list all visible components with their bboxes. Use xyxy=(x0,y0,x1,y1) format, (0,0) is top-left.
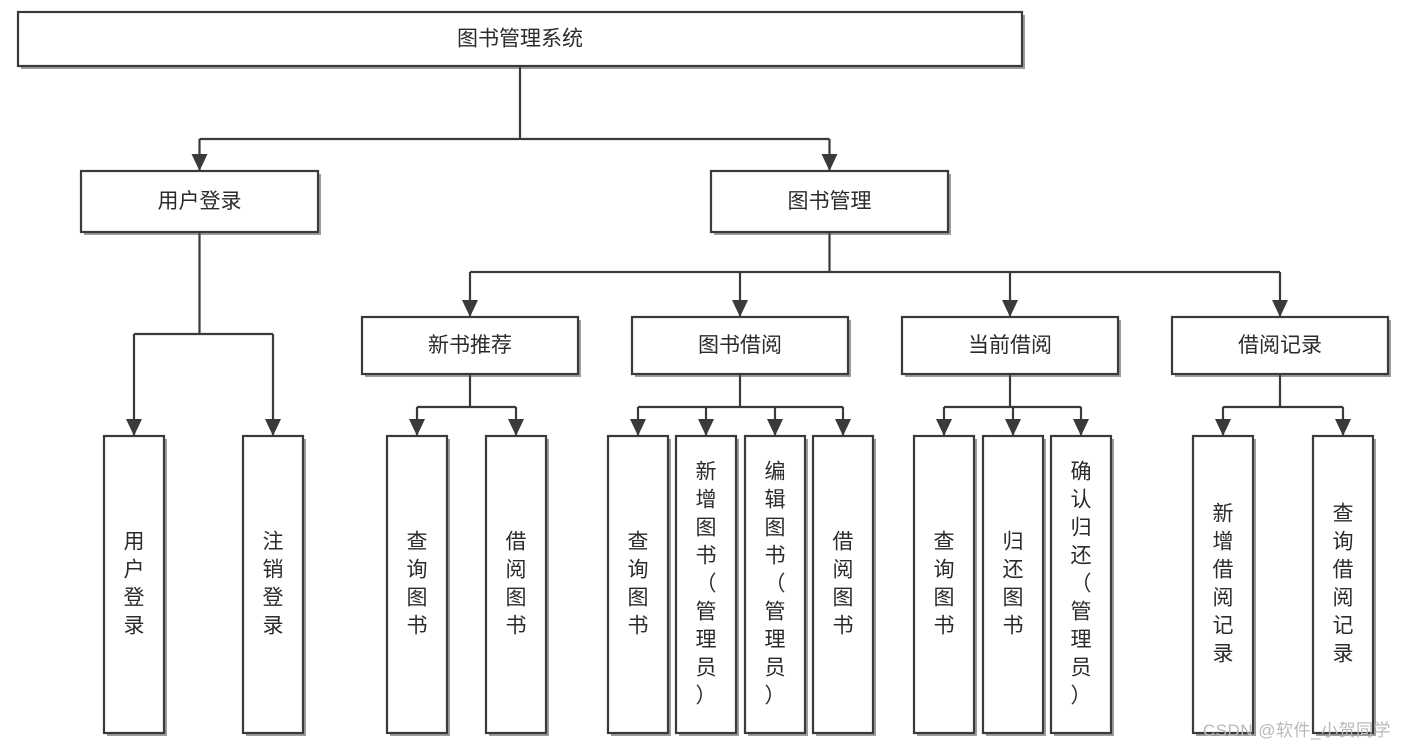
edge-new-book-rec-arrow-1 xyxy=(508,419,524,436)
node-box xyxy=(981,434,1045,735)
node-label: 借阅记录 xyxy=(1238,334,1322,357)
node-leaf-user-login[interactable]: 用户登录 xyxy=(102,434,167,736)
node-label: 图书管理 xyxy=(788,190,872,213)
edge-user-login-arrow-1 xyxy=(265,419,281,436)
node-leaf-confirm-return[interactable]: 确认归还（管理员） xyxy=(1049,434,1114,736)
node-label: 查询图书 xyxy=(934,531,955,638)
node-current-borrow[interactable]: 当前借阅 xyxy=(900,315,1121,377)
node-box xyxy=(102,434,166,735)
edge-book-borrow-arrow-0 xyxy=(630,419,646,436)
node-label: 注销登录 xyxy=(263,531,284,638)
node-box xyxy=(1191,434,1255,735)
node-box xyxy=(912,434,976,735)
edge-book-manage-arrow-0 xyxy=(462,300,478,317)
node-new-book-rec[interactable]: 新书推荐 xyxy=(360,315,581,377)
node-leaf-query-record[interactable]: 查询借阅记录 xyxy=(1311,434,1376,736)
node-label: 图书借阅 xyxy=(698,334,782,357)
node-label: 用户登录 xyxy=(158,190,242,213)
node-label: 确认归还（管理员） xyxy=(1071,461,1092,708)
edge-current-borrow-arrow-0 xyxy=(936,419,952,436)
node-box xyxy=(16,10,1024,68)
node-undefined[interactable]: 图书管理系统 xyxy=(16,10,1025,69)
node-label: 归还图书 xyxy=(1003,531,1024,638)
node-borrow-record[interactable]: 借阅记录 xyxy=(1170,315,1391,377)
node-box xyxy=(743,434,807,735)
edge-book-borrow-arrow-1 xyxy=(698,419,714,436)
edge-user-login-arrow-0 xyxy=(126,419,142,436)
node-label: 查询借阅记录 xyxy=(1333,503,1354,666)
node-box xyxy=(484,434,548,735)
edges-layer xyxy=(126,66,1351,436)
node-label: 借阅图书 xyxy=(506,531,527,638)
node-label: 新书推荐 xyxy=(428,334,512,357)
node-label: 借阅图书 xyxy=(833,531,854,638)
node-leaf-add-record[interactable]: 新增借阅记录 xyxy=(1191,434,1256,736)
edge-book-borrow-arrow-2 xyxy=(767,419,783,436)
edge-book-manage-arrow-2 xyxy=(1002,300,1018,317)
node-user-login[interactable]: 用户登录 xyxy=(79,169,321,235)
node-label: 查询图书 xyxy=(628,531,649,638)
node-leaf-edit-book[interactable]: 编辑图书（管理员） xyxy=(743,434,808,736)
node-label: 图书管理系统 xyxy=(457,28,583,51)
node-label: 新增图书（管理员） xyxy=(696,461,717,708)
node-leaf-borrow-book-2[interactable]: 借阅图书 xyxy=(811,434,876,736)
node-box xyxy=(1049,434,1113,735)
node-box xyxy=(79,169,320,234)
node-book-borrow[interactable]: 图书借阅 xyxy=(630,315,851,377)
node-book-manage[interactable]: 图书管理 xyxy=(709,169,951,235)
node-leaf-logout[interactable]: 注销登录 xyxy=(241,434,306,736)
edge-book-borrow-arrow-3 xyxy=(835,419,851,436)
edge-current-borrow-arrow-1 xyxy=(1005,419,1021,436)
node-box xyxy=(606,434,670,735)
node-leaf-query-book-1[interactable]: 查询图书 xyxy=(385,434,450,736)
node-box xyxy=(241,434,305,735)
edge-borrow-record-arrow-1 xyxy=(1335,419,1351,436)
edge-book-manage-arrow-1 xyxy=(732,300,748,317)
node-label: 用户登录 xyxy=(124,531,145,638)
node-box xyxy=(674,434,738,735)
node-leaf-query-book-3[interactable]: 查询图书 xyxy=(912,434,977,736)
node-box xyxy=(385,434,449,735)
node-leaf-add-book[interactable]: 新增图书（管理员） xyxy=(674,434,739,736)
edge-root-arrow-1 xyxy=(821,154,838,171)
edge-current-borrow-arrow-2 xyxy=(1073,419,1089,436)
node-leaf-return-book[interactable]: 归还图书 xyxy=(981,434,1046,736)
edge-new-book-rec-arrow-0 xyxy=(409,419,425,436)
nodes-layer: 图书管理系统用户登录图书管理新书推荐图书借阅当前借阅借阅记录用户登录注销登录查询… xyxy=(16,10,1391,736)
edge-book-manage-arrow-3 xyxy=(1272,300,1288,317)
node-leaf-borrow-book-1[interactable]: 借阅图书 xyxy=(484,434,549,736)
node-box xyxy=(1170,315,1390,376)
node-box xyxy=(900,315,1120,376)
node-leaf-query-book-2[interactable]: 查询图书 xyxy=(606,434,671,736)
node-label: 当前借阅 xyxy=(968,334,1052,357)
node-label: 新增借阅记录 xyxy=(1213,503,1234,666)
node-box xyxy=(811,434,875,735)
node-box xyxy=(1311,434,1375,735)
node-box xyxy=(360,315,580,376)
edge-borrow-record-arrow-0 xyxy=(1215,419,1231,436)
node-box xyxy=(630,315,850,376)
node-box xyxy=(709,169,950,234)
edge-root-arrow-0 xyxy=(191,154,208,171)
node-label: 查询图书 xyxy=(407,531,428,638)
node-label: 编辑图书（管理员） xyxy=(765,461,786,708)
